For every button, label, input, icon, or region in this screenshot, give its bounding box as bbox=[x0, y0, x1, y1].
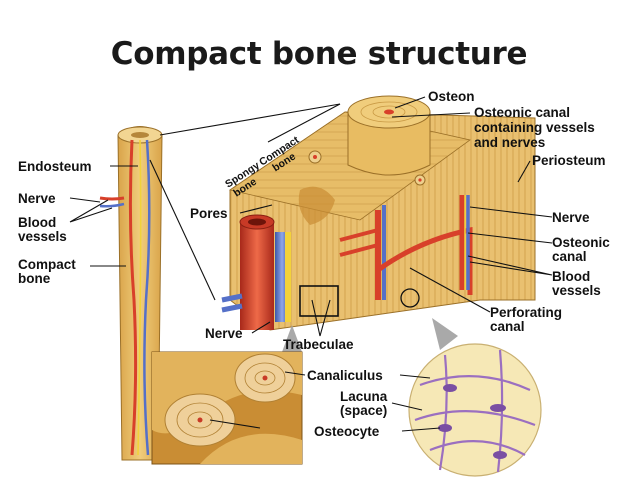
zoom-arrow-right bbox=[432, 318, 458, 350]
lacuna-zoom-circle bbox=[400, 288, 420, 308]
lacunae-magnified bbox=[408, 343, 542, 477]
label-pores: Pores bbox=[190, 206, 228, 221]
label-osteonic-canal-1: Osteonic bbox=[552, 235, 610, 250]
label-endosteum: Endosteum bbox=[18, 159, 92, 174]
label-trabeculae: Trabeculae bbox=[283, 337, 354, 352]
label-compact-bone-left-1: Compact bbox=[18, 257, 76, 272]
long-bone-section bbox=[99, 126, 163, 461]
wedge-vessels bbox=[339, 195, 473, 300]
trabeculae-zoom-box bbox=[299, 285, 339, 317]
label-canaliculus: Canaliculus bbox=[307, 368, 383, 383]
osteon-cylinder bbox=[347, 95, 431, 176]
label-blood-vessels-left-2: vessels bbox=[18, 229, 67, 244]
label-nerve-bottom: Nerve bbox=[205, 326, 243, 341]
label-periosteum: Periosteum bbox=[532, 153, 606, 168]
label-lacuna-2: (space) bbox=[340, 403, 387, 418]
trabeculae-magnified bbox=[151, 351, 303, 465]
label-blood-vessels-right-2: vessels bbox=[552, 283, 601, 298]
label-blood-vessels-left-1: Blood bbox=[18, 215, 56, 230]
label-perforating-canal-2: canal bbox=[490, 319, 525, 334]
leader-lines bbox=[69, 96, 553, 432]
label-osteocyte: Osteocyte bbox=[314, 424, 380, 439]
label-lacuna-1: Lacuna bbox=[340, 389, 388, 404]
label-blood-vessels-right-1: Blood bbox=[552, 269, 590, 284]
main-vessel bbox=[221, 214, 291, 330]
label-osteonic-canal-vessels-3: and nerves bbox=[474, 135, 545, 150]
label-osteon: Osteon bbox=[428, 89, 475, 104]
label-osteonic-canal-vessels-2: containing vessels bbox=[474, 120, 595, 135]
page-title: Compact bone structure bbox=[110, 36, 528, 72]
label-compact-bone-left-2: bone bbox=[18, 271, 51, 286]
zoom-arrow-left bbox=[282, 325, 302, 352]
label-osteonic-canal-vessels-1: Osteonic canal bbox=[474, 105, 570, 120]
label-perforating-canal-1: Perforating bbox=[490, 305, 562, 320]
label-nerve-left: Nerve bbox=[18, 191, 56, 206]
label-nerve-right: Nerve bbox=[552, 210, 590, 225]
label-osteonic-canal-2: canal bbox=[552, 249, 587, 264]
